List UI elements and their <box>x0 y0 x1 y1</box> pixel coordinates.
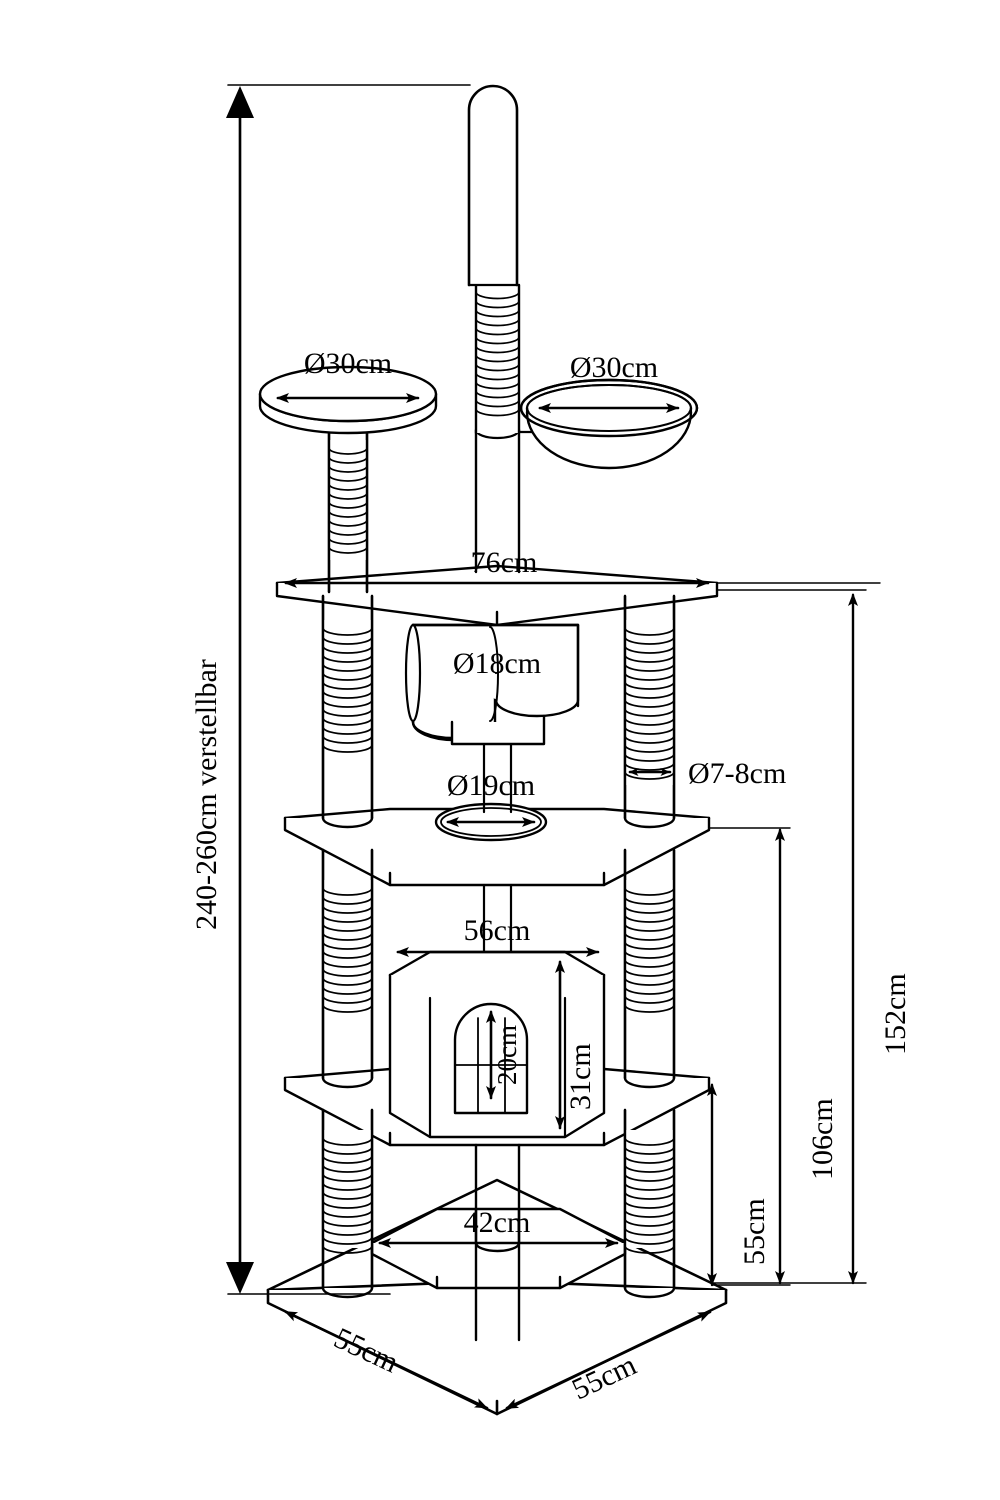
dim-overall-height <box>226 84 471 1295</box>
label-overall-height: 240-260cm verstellbar <box>190 659 223 930</box>
round-platform-left <box>258 365 438 594</box>
sisal-wrap-top-post <box>475 291 520 417</box>
label-house-height: 31cm <box>564 1043 597 1110</box>
dim-right-55 <box>707 1083 791 1287</box>
label-post-diameter: Ø7-8cm <box>688 757 786 790</box>
telescoping-post <box>467 84 521 574</box>
top-plate <box>275 564 719 627</box>
sisal-wrap-left-lower <box>322 1137 373 1254</box>
sisal-wrap-right-upper <box>624 627 675 780</box>
right-post-column <box>623 594 676 1299</box>
dim-base-left <box>284 1310 489 1410</box>
dim-right-152 <box>711 593 867 1285</box>
label-height-right-inner: 55cm <box>738 1198 771 1265</box>
sisal-wrap-left-upper <box>322 627 373 753</box>
dim-base-right <box>505 1310 712 1410</box>
bowl-right <box>517 378 699 470</box>
sisal-wrap-right-lower <box>624 1137 675 1254</box>
label-hole-diameter: Ø19cm <box>447 769 535 802</box>
left-post-column <box>321 594 374 1299</box>
middle-plate <box>283 802 711 887</box>
label-lower-step-width: 42cm <box>464 1206 531 1239</box>
dim-right-106 <box>708 827 791 1285</box>
label-top-plate-width: 76cm <box>471 546 538 579</box>
label-door-height: 20cm <box>492 1025 522 1085</box>
sisal-wrap-left-mid <box>322 887 373 1013</box>
sisal-wrap-right-mid <box>624 887 675 1013</box>
label-round-platform-left: Ø30cm <box>304 347 392 380</box>
label-tube-diameter: Ø18cm <box>453 647 541 680</box>
label-height-right-outer: 152cm <box>879 973 912 1055</box>
label-bowl-right: Ø30cm <box>570 351 658 384</box>
hanging-tube <box>404 623 580 746</box>
sisal-wrap-round-post <box>328 447 368 554</box>
label-height-right-mid: 106cm <box>806 1098 839 1180</box>
label-house-width: 56cm <box>464 914 531 947</box>
